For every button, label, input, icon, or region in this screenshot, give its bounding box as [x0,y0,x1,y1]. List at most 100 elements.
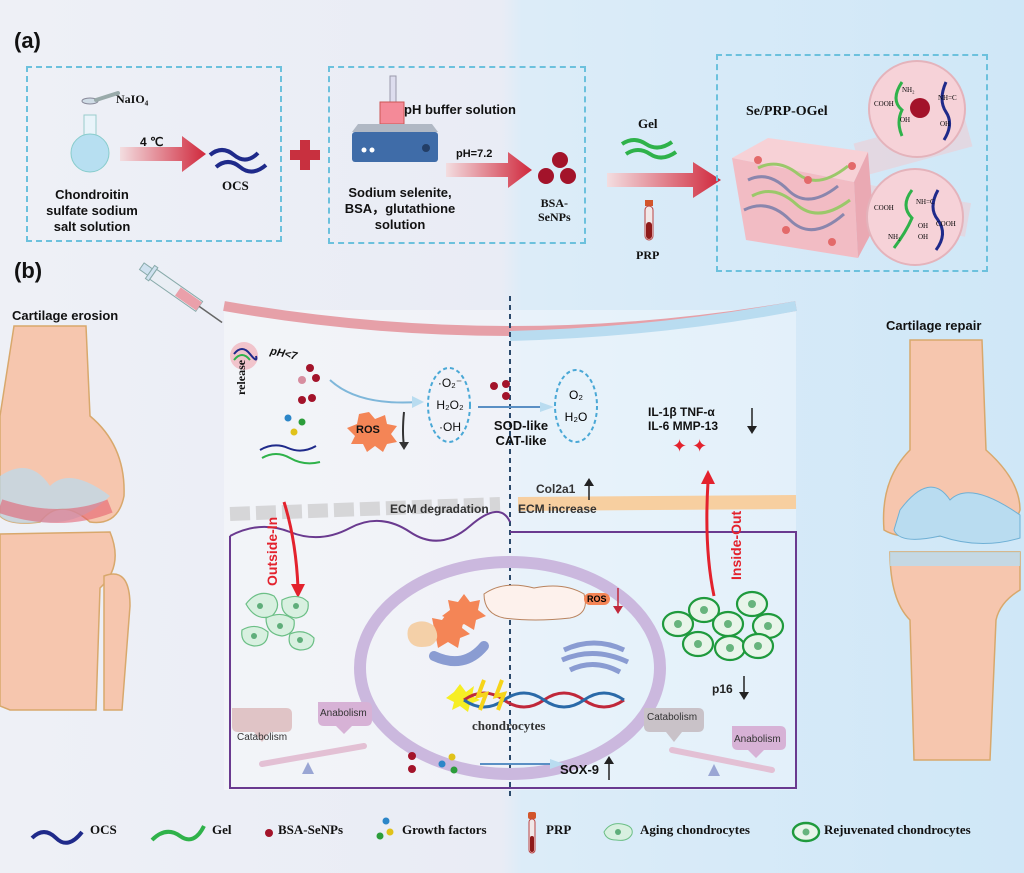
cytokine-labels: IL-1β TNF-α IL-6 MMP-13 [648,405,718,433]
p16-down-arrow [739,676,749,700]
step1-box [26,66,282,242]
bsa-senps-label: BSA- SeNPs [538,196,571,224]
gel-input-label: Gel [638,116,658,131]
outside-in-text: Outside-In [264,516,280,586]
selenite-label: Sodium selenite, BSA，glutathione solutio… [330,185,470,233]
syringe-icon [138,262,223,324]
inside-out-arrow [701,470,716,597]
ocs-strand-icon [208,148,268,174]
reaction-arrow-3 [607,162,721,198]
legend-gel: Gel [212,822,232,837]
zoom2-cooh: COOH [874,204,894,212]
temp-condition: 4 ℃ [140,135,164,149]
outside-in-label: Outside-In [264,517,280,586]
panel-b-label: (b) [14,258,43,283]
product-line: BSA- [540,196,568,210]
zoom1-oh-right: OH [940,120,951,128]
crosslink-zoom-1 [868,60,966,158]
eroded-knee-icon [0,325,131,711]
zoom1-oh: OH [900,116,911,124]
panel-a-label: (a) [14,28,41,53]
step3-box [716,54,988,272]
product-list: O₂ H₂O [556,384,596,428]
naio4-label: NaIO₄ [116,92,149,106]
zoom2-oh1: OH [918,222,929,230]
product-item: O₂ [569,388,583,402]
outside-in-arrow [282,501,305,598]
step2-box [328,66,586,244]
left-catabolism-label: Catabolism [237,732,288,743]
reaction-arrow-1 [120,136,206,172]
source-line: solution [374,217,426,232]
release-text: release [234,359,248,395]
senp-catalyst-icon [490,380,510,400]
legend-growth-factors: Growth factors [402,822,487,837]
crosslink-zoom-2 [866,168,964,266]
released-particles [259,364,320,452]
plus-icon [290,140,320,170]
released-gel-strand [261,453,321,465]
zoom1-cooh: COOH [874,100,894,108]
radical-item: ·O₂⁻ [437,376,463,390]
inside-out-label: Inside-Out [728,511,744,580]
p16-label: p16 [712,682,733,696]
prp-input-label: PRP [636,248,660,262]
hydrogel-droplet-icon [230,342,258,370]
zoom1-nh2: NH₂ [902,86,915,94]
ros-scavenge-arrow [329,379,424,408]
chondrocytes-label: chondrocytes [472,718,546,733]
gel-strand-icon [150,825,206,842]
bsa-senp-icon [265,829,273,837]
enzyme-item: CAT-like [495,433,547,448]
bsa-senp-cluster-icon [538,152,576,184]
rejuvenated-chondrocyte-cluster [661,590,785,662]
rejuvenated-chondrocyte-icon [791,821,821,843]
zoom1-nhc: NH=C [938,94,957,102]
products-ellipse [554,369,598,443]
right-metabolic-balance [644,708,786,776]
ros-burst-icon [347,412,397,452]
zoom2-nh2: NH₂ [888,233,901,241]
legend: OCS Gel BSA-SeNPs Growth factors PRP Agi… [0,808,1024,858]
radical-item: H₂O₂ [436,398,464,412]
growth-signal-row [408,752,564,774]
source-line: BSA，glutathione [344,201,456,216]
ph-buffer-label: pH buffer solution [404,102,516,117]
sox9-label: SOX-9 [560,762,600,777]
ros-down-arrow [399,411,409,450]
right-catabolism-label: Catabolism [647,712,698,723]
legend-prp: PRP [546,822,572,837]
chondrocyte-organelles [407,584,630,712]
flask-icon [70,91,120,173]
legend-aging-chondrocytes: Aging chondrocytes [640,822,750,837]
cartilage-repair-title: Cartilage repair [886,318,982,333]
col2a1-label: Col2a1 [536,482,576,496]
ros-label: ROS [356,424,380,436]
source-line: Chondroitin [55,187,129,202]
zoom2-oh2: OH [918,233,929,241]
enzyme-labels: SOD-like CAT-like [476,418,566,448]
radical-item: ·OH [439,420,461,434]
col2a1-up-arrow [584,478,594,500]
cytokine-line: IL-1β TNF-α [648,405,715,419]
cytokine-down-arrow [747,408,757,434]
ocs-strand-icon [30,830,84,845]
aging-chondrocyte-cluster [241,592,315,651]
prp-tube-icon [528,812,536,854]
left-metabolic-balance [232,702,372,774]
repaired-knee-icon [882,339,1021,761]
right-anabolism-label: Anabolism [734,734,781,745]
ph-condition: pH=7.2 [456,148,493,160]
aging-chondrocyte-icon [603,823,633,841]
legend-ocs: OCS [90,822,117,837]
growth-factor-icon [376,817,394,840]
left-anabolism-label: Anabolism [320,708,367,719]
prp-tube-icon [644,200,654,241]
mito-ros-down-arrow [613,588,623,614]
hydrogel-label: Se/PRP-OGel [746,104,828,119]
product-item: H₂O [564,410,588,424]
legend-rejuvenated-chondrocytes: Rejuvenated chondrocytes [824,822,971,837]
mito-ros-badge: ROS [584,593,610,605]
radicals-ellipse [427,367,471,443]
sox9-up-arrow [604,756,614,780]
